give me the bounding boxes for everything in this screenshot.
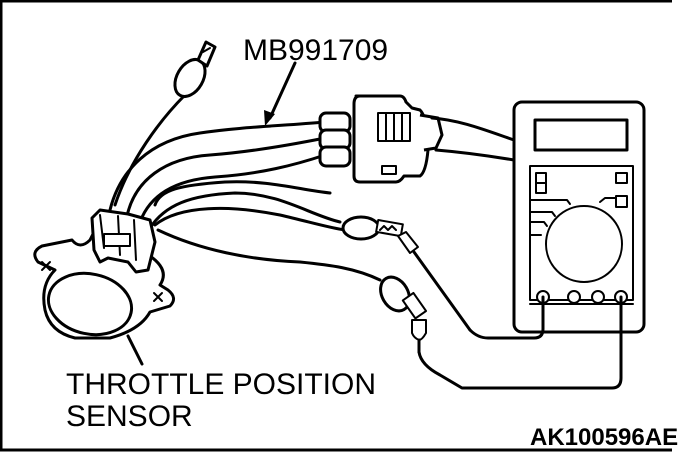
harness-connector (318, 94, 444, 184)
sensor-leader (126, 334, 144, 366)
alligator-clip-2 (379, 275, 428, 354)
test-harness-wires (108, 93, 342, 230)
meter-cable (430, 116, 516, 162)
sensor-label-line2: SENSOR (66, 400, 193, 433)
terminal-3 (591, 290, 605, 304)
alligator-clip-1 (341, 215, 472, 332)
rotary-dial (545, 205, 623, 283)
multimeter (512, 100, 646, 334)
sensor-label-line1: THROTTLE POSITION (66, 368, 376, 401)
throttle-position-sensor (33, 208, 175, 340)
tool-leader (264, 61, 297, 126)
test-lead-wires (153, 206, 382, 282)
tool-label: MB991709 (243, 34, 388, 67)
probe-terminal (173, 40, 217, 98)
figure-code: AK100596AE (530, 424, 678, 451)
meter-display (533, 118, 629, 152)
figure-frame (0, 0, 672, 452)
meter-leads (417, 295, 623, 390)
terminal-2 (567, 290, 581, 304)
